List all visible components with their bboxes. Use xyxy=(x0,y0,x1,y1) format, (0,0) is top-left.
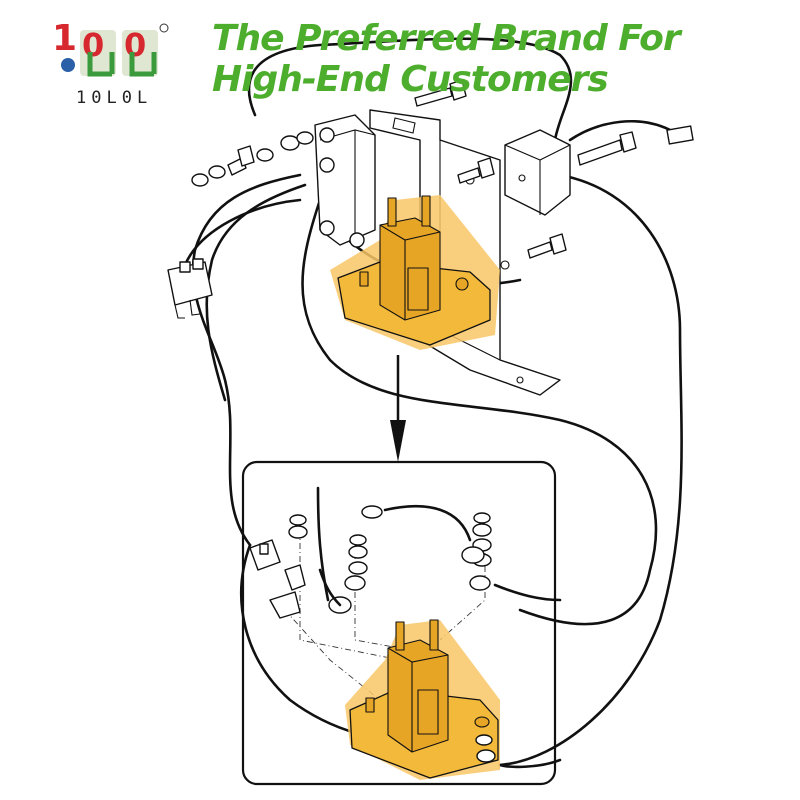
bolt-top xyxy=(414,79,467,107)
solenoid-inset xyxy=(345,619,500,780)
inset-wire-1 xyxy=(316,486,330,602)
wire-connector-left xyxy=(183,198,302,267)
inset-plug-connector xyxy=(249,539,281,571)
brand-logo-mark: 1 0 0 xyxy=(52,18,169,77)
bolt-mid-1 xyxy=(457,157,495,184)
detail-pointer xyxy=(390,355,406,462)
brand-logo: 10L0L xyxy=(50,18,210,113)
globe-icon xyxy=(61,58,75,72)
wire-top-right-lead xyxy=(568,120,672,142)
plug-connector-left xyxy=(167,258,213,319)
wire-right-long xyxy=(498,173,683,767)
inset-wire-4 xyxy=(493,583,562,602)
inset-wire-3 xyxy=(318,568,342,607)
wire-top-loop xyxy=(247,37,573,142)
bolt-right xyxy=(577,131,637,166)
inset-wire-2 xyxy=(383,504,472,542)
logo-text: 10L0L xyxy=(76,88,153,108)
small-connector-right xyxy=(666,125,694,145)
inset-hardware xyxy=(269,505,492,619)
registered-icon xyxy=(159,23,169,33)
detail-inset-frame xyxy=(241,460,557,786)
inset-wire-5 xyxy=(498,758,562,769)
wire-center-long xyxy=(301,198,658,626)
resistor-block xyxy=(504,129,571,216)
solenoid-top xyxy=(330,195,500,350)
hardware-stack-left xyxy=(191,131,314,187)
brand-tagline: The Preferred Brand For High-End Custome… xyxy=(212,18,681,100)
wire-left-loop-2 xyxy=(205,183,307,402)
wire-left-loop xyxy=(191,173,302,547)
bolt-mid-2 xyxy=(527,233,567,259)
svg-text:1: 1 xyxy=(52,18,77,59)
controller-box xyxy=(314,114,376,248)
